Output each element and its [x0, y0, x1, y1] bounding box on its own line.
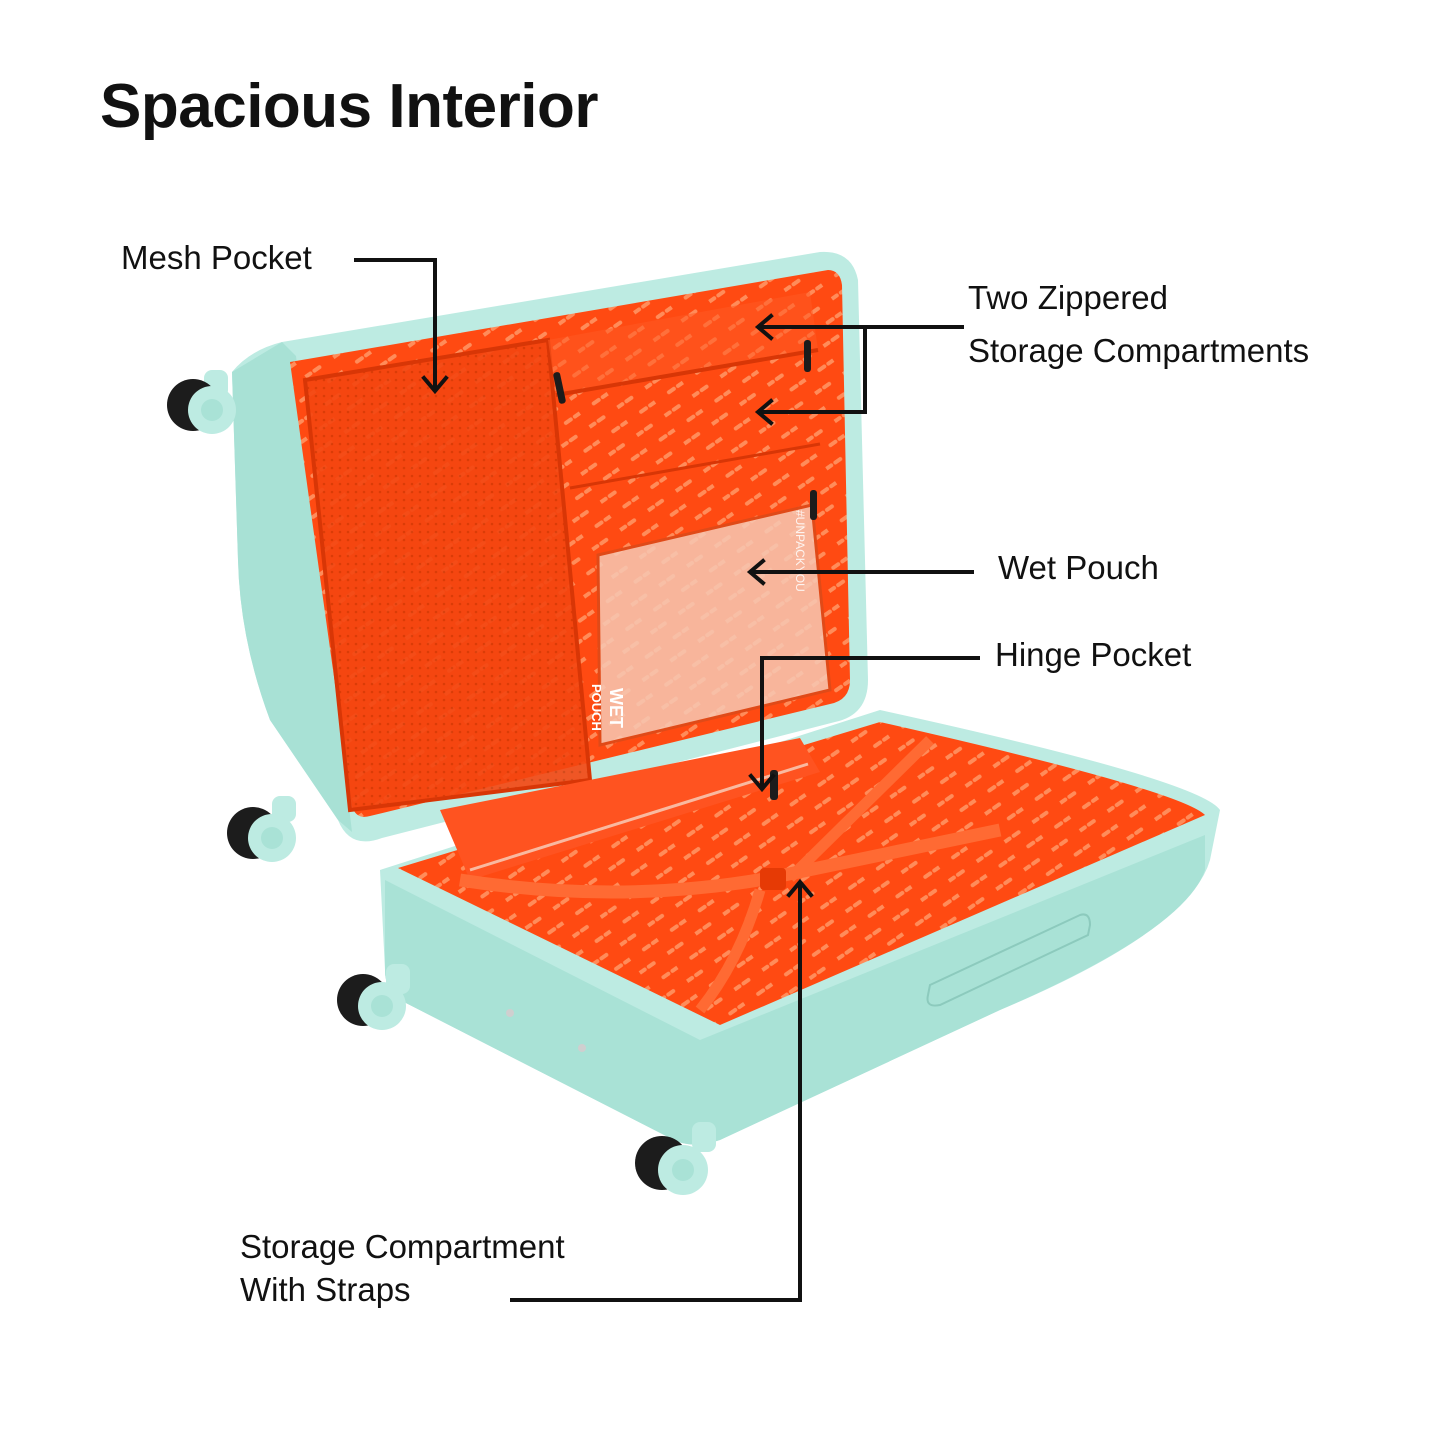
zippered-compartments-label: Two Zippered Storage Compartments: [968, 272, 1309, 378]
zippered-arrowhead-bottom: [754, 398, 774, 426]
straps-arrowhead: [786, 878, 814, 898]
wheel-top-left: [167, 370, 236, 434]
hinge-pocket-label: Hinge Pocket: [995, 629, 1191, 682]
mesh-pocket-leader: [354, 258, 437, 390]
zippered-line2: Storage Compartments: [968, 331, 1310, 369]
mesh-pocket-label: Mesh Pocket: [121, 232, 312, 285]
zippered-line1: Two Zippered: [968, 279, 1168, 316]
wet-pouch-label: Wet Pouch: [998, 542, 1159, 595]
straps-line1: Storage Compartment: [240, 1228, 565, 1265]
suitcase-lid: WET POUCH #UNPACKYOU: [232, 251, 868, 842]
wet-pouch-text: Wet Pouch: [998, 549, 1159, 586]
hinge-pocket-leader: [760, 656, 980, 788]
hinge-pocket-arrowhead: [748, 773, 776, 793]
wet-pouch-print: WET: [606, 688, 626, 728]
straps-line2: With Straps: [240, 1270, 411, 1308]
zippered-leader-bottom: [758, 325, 867, 414]
straps-compartment-label: Storage Compartment With Straps: [240, 1226, 565, 1312]
wheel-mid-left: [227, 796, 296, 862]
mesh-pocket-arrowhead: [421, 375, 449, 395]
hinge-pocket-text: Hinge Pocket: [995, 636, 1192, 673]
zippered-arrowhead-top: [754, 313, 774, 341]
mesh-pocket-text: Mesh Pocket: [121, 239, 312, 276]
wheel-front-right: [635, 1122, 716, 1195]
hashtag-print: #UNPACKYOU: [793, 510, 807, 592]
wheel-front-left: [337, 964, 410, 1030]
wet-pouch-arrowhead: [746, 558, 766, 586]
straps-leader: [510, 882, 802, 1302]
pouch-print: POUCH: [589, 684, 604, 731]
page-title: Spacious Interior: [100, 72, 598, 141]
